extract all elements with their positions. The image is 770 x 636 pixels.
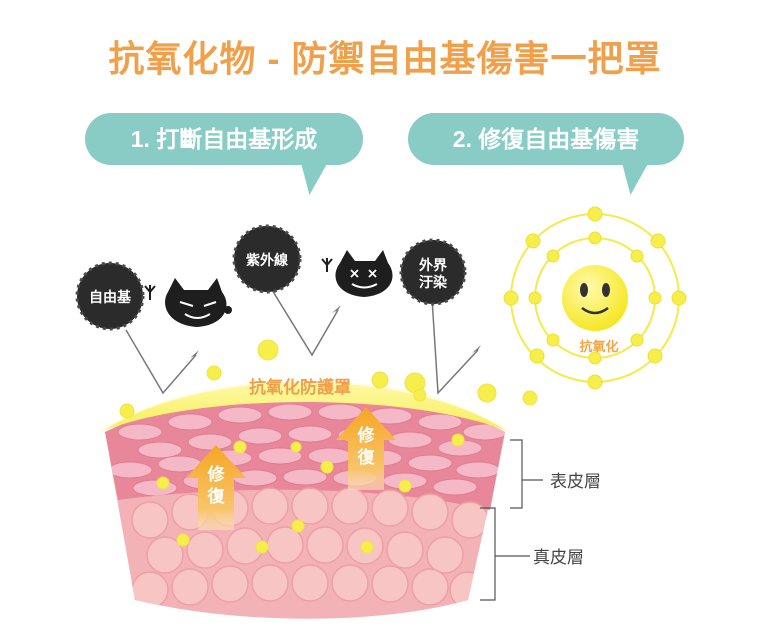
free-radical-blob: 自由基 xyxy=(75,261,145,331)
antioxidant-particles xyxy=(119,339,538,554)
shield-label: 抗氧化防護罩 xyxy=(249,377,351,397)
repair-arrow-right: 修復 xyxy=(336,407,396,490)
dermis-cells xyxy=(131,487,489,609)
step-2-bubble: 2. 修復自由基傷害 xyxy=(408,113,684,195)
step-1-label: 1. 打斷自由基形成 xyxy=(130,126,318,152)
antioxidant-label: 抗氧化 xyxy=(579,339,618,354)
uv-blob: 紫外線 xyxy=(232,224,302,294)
threat-label-uv: 紫外線 xyxy=(246,252,288,268)
smiley-icon xyxy=(562,265,628,331)
step-1-bubble: 1. 打斷自由基形成 xyxy=(85,113,363,195)
antioxidant-atom: 抗氧化 xyxy=(503,206,687,390)
step-2-label: 2. 修復自由基傷害 xyxy=(452,126,640,152)
devil-icon xyxy=(144,278,232,327)
repair-arrow-left: 修 復 修復 xyxy=(186,445,246,530)
deflect-arrows xyxy=(125,284,479,395)
threat-label-pollution: 外界汙染 xyxy=(419,257,448,290)
arrow-heads xyxy=(190,305,481,358)
repair-label-2: 修復 xyxy=(357,425,376,467)
repair-label-1: 修 復 修復 xyxy=(207,464,226,506)
page-title: 抗氧化物 - 防禦自由基傷害一把罩 xyxy=(108,38,662,79)
devil-icon xyxy=(321,250,393,297)
layer-brackets xyxy=(480,439,543,601)
threat-label-free-radical: 自由基 xyxy=(89,289,132,305)
skin-arch xyxy=(105,389,505,619)
epidermis-label: 表皮層 xyxy=(550,472,601,491)
dermis-label: 真皮層 xyxy=(533,548,584,567)
antioxidant-shield xyxy=(100,381,510,432)
pollution-blob: 外界汙染 xyxy=(399,238,467,306)
